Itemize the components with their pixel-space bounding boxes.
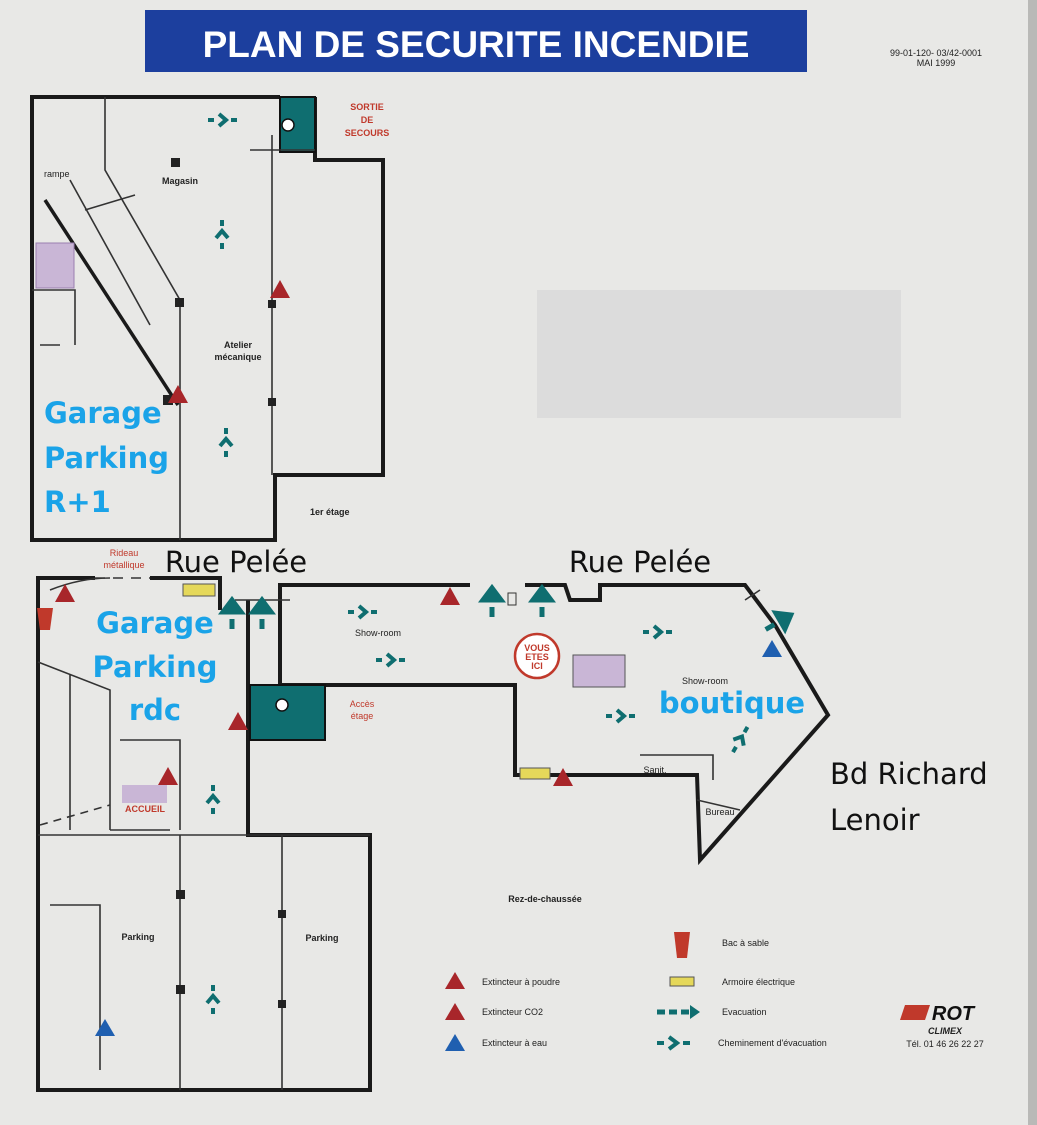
street-rue-pelee-left: Rue Pelée — [165, 545, 307, 579]
you-are-here-1: VOUS — [524, 643, 550, 653]
legend-water-extinguisher: Extincteur à eau — [482, 1038, 547, 1048]
map-markers — [55, 112, 795, 1036]
evacuation-path-arrow-icon — [731, 726, 750, 754]
street-rue-pelee-right: Rue Pelée — [569, 545, 711, 579]
evacuation-path-arrow-icon — [214, 220, 230, 249]
company-brand: ROT — [932, 1003, 976, 1025]
overlay-garage-rdc-3: rdc — [129, 693, 181, 727]
you-are-here-2: ETES — [525, 652, 549, 662]
overlay-boutique: boutique — [659, 686, 805, 720]
room-atelier-2: mécanique — [214, 352, 261, 362]
legend-co2-extinguisher-icon — [445, 1003, 465, 1020]
showroom-right-label: Show-room — [682, 676, 728, 686]
legend-evacuation-path: Cheminement d'évacuation — [718, 1038, 827, 1048]
hatched-zone — [35, 242, 75, 289]
overlay-garage-r1-2: Parking — [44, 441, 169, 475]
reception-desk — [122, 785, 167, 803]
fire-extinguisher-icon — [168, 385, 188, 403]
room-atelier-1: Atelier — [224, 340, 253, 350]
emergency-exit-label-1: SORTIE — [350, 102, 384, 112]
evacuation-path-arrow-icon — [205, 985, 221, 1014]
electrical-cabinet-icon — [182, 583, 216, 597]
legend-sand-bucket-icon — [674, 932, 690, 958]
emergency-exit-label-3: SECOURS — [345, 128, 390, 138]
parking-left-label: Parking — [121, 932, 154, 942]
floor-label-ground: Rez-de-chaussée — [508, 894, 582, 904]
evacuation-path-arrow-icon — [218, 428, 234, 457]
ground-floor-plan — [36, 576, 831, 1092]
evacuation-arrow-icon — [764, 610, 795, 635]
showroom-display — [572, 654, 626, 688]
showroom-left-label: Show-room — [355, 628, 401, 638]
fire-extinguisher-icon — [158, 767, 178, 785]
evacuation-path-arrow-icon — [348, 604, 377, 620]
evacuation-path-arrow-icon — [606, 708, 635, 724]
emergency-exit-label-2: DE — [361, 115, 374, 125]
legend-co2-extinguisher: Extincteur CO2 — [482, 1007, 543, 1017]
company-phone: Tél. 01 46 26 22 27 — [906, 1039, 984, 1049]
evacuation-path-arrow-icon — [643, 624, 672, 640]
redacted-area — [537, 290, 901, 418]
floor-label-upper: 1er étage — [310, 507, 350, 517]
water-extinguisher-icon — [762, 640, 782, 657]
shutter-label-1: Rideau — [110, 548, 139, 558]
fire-extinguisher-icon — [55, 584, 75, 602]
legend-sand-bucket: Bac à sable — [722, 938, 769, 948]
electrical-cabinet-icon — [519, 767, 551, 780]
evacuation-arrow-icon — [478, 583, 506, 617]
you-are-here-marker — [513, 632, 561, 680]
room-magasin: Magasin — [162, 176, 198, 186]
legend-electrical-cabinet: Armoire électrique — [722, 977, 795, 987]
sand-bucket-icon — [37, 608, 53, 630]
legend-powder-extinguisher: Extincteur à poudre — [482, 977, 560, 987]
office-label: Bureau — [705, 807, 734, 817]
reference-code: 99-01-120- 03/42-0001 — [890, 48, 982, 58]
reception-label: ACCUEIL — [125, 804, 166, 814]
legend-water-extinguisher-icon — [445, 1034, 465, 1051]
overlay-garage-rdc-1: Garage — [96, 606, 214, 640]
evacuation-arrow-icon — [528, 583, 556, 617]
ramp-label: rampe — [44, 169, 70, 179]
legend-powder-extinguisher-icon — [445, 972, 465, 989]
company-name: CLIMEX — [928, 1026, 963, 1036]
title-banner — [145, 10, 807, 72]
evacuation-arrow-icon — [218, 595, 246, 629]
evacuation-arrow-icon — [248, 595, 276, 629]
fire-extinguisher-icon — [440, 587, 460, 605]
overlay-garage-r1-3: R+1 — [44, 485, 111, 519]
street-boulevard-2: Lenoir — [830, 803, 920, 837]
stairs-ground — [249, 684, 326, 741]
parking-right-label: Parking — [305, 933, 338, 943]
legend-electrical-cabinet-icon — [669, 976, 695, 987]
street-boulevard-1: Bd Richard — [830, 757, 988, 791]
company-logo-icon — [900, 1005, 930, 1020]
legend-evacuation: Evacuation — [722, 1007, 767, 1017]
reference-date: MAI 1999 — [917, 58, 956, 68]
fire-extinguisher-icon — [270, 280, 290, 298]
you-are-here-3: ICI — [531, 661, 543, 671]
water-extinguisher-icon — [95, 1019, 115, 1036]
fire-extinguisher-icon — [228, 712, 248, 730]
fire-extinguisher-icon — [553, 768, 573, 786]
overlay-garage-r1-1: Garage — [44, 396, 162, 430]
overlay-garage-rdc-2: Parking — [93, 650, 218, 684]
legend: Bac à sable Extincteur à poudre Extincte… — [445, 932, 984, 1051]
evacuation-path-arrow-icon — [208, 112, 237, 128]
stair-access-label-2: étage — [351, 711, 374, 721]
board-edge — [1028, 0, 1037, 1125]
legend-evacuation-path-icon — [657, 1035, 690, 1051]
toilets-label: Sanit. — [643, 765, 666, 775]
shutter-label-2: métallique — [103, 560, 144, 570]
upper-floor-plan — [30, 95, 385, 542]
evacuation-path-arrow-icon — [205, 785, 221, 814]
title: PLAN DE SECURITE INCENDIE — [203, 24, 750, 65]
evacuation-path-arrow-icon — [376, 652, 405, 668]
stair-access-label-1: Accès — [350, 699, 375, 709]
